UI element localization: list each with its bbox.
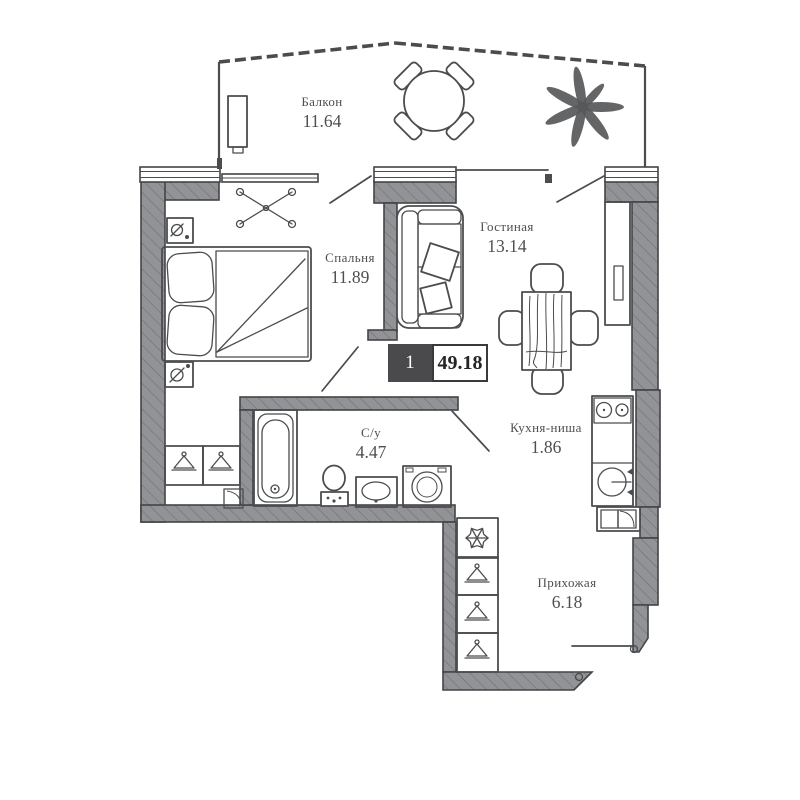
round-table-icon [393,61,475,141]
room-name: Кухня-ниша [510,420,582,435]
room-name: С/у [361,425,381,440]
kitchen-sink-icon [597,467,633,497]
room-area: 4.47 [355,442,387,463]
room-area: 11.89 [330,267,370,288]
tv-cabinet-icon [604,201,631,326]
window-left [139,166,221,183]
wardrobe-hanger-icon [456,556,499,673]
wardrobe-hanger-icon [164,445,241,486]
balcony-opening-edge [455,169,552,183]
room-name: Балкон [301,94,343,109]
room-name: Прихожая [537,575,597,590]
window-right [604,166,659,183]
ceiling-light-icon [235,187,297,229]
room-label-living: Гостиная 13.14 [480,219,534,258]
duct-shaft-icon [596,506,641,532]
unit-rooms-count: 1 [388,344,432,382]
shower-corner-icon [223,488,244,509]
window-balcony-bedroom [217,158,319,183]
fridge-snowflake-icon [456,517,499,559]
double-bed-icon [161,246,312,362]
entrance-door-icon [571,644,639,682]
room-name: Спальня [325,250,375,265]
bathroom-door-icon [451,410,490,452]
room-label-kitchen: Кухня-ниша 1.86 [510,420,582,459]
room-label-bedroom: Спальня 11.89 [325,250,375,289]
room-area: 6.18 [551,592,583,613]
bathtub-icon [253,409,298,507]
room-area: 1.86 [530,437,562,458]
balcony-door-bedroom-icon [329,175,372,204]
unit-badge: 1 49.18 [388,344,488,382]
dining-table-icon [498,263,599,395]
room-label-bathroom: С/у 4.47 [356,425,387,464]
stove-icon [593,397,632,424]
room-label-hallway: Прихожая 6.18 [538,575,597,614]
bench-icon [227,95,248,154]
interior-walls [239,202,459,506]
nightstand-lamp-icon [164,361,194,388]
sofa-icon [396,205,464,329]
kitchen-unit-icon [591,395,634,507]
toilet-icon [320,464,349,507]
sink-vanity-icon [355,476,398,508]
nightstand-lamp-icon [166,217,194,244]
room-area: 11.64 [302,111,342,132]
plant-icon [545,66,624,147]
washing-machine-icon [402,465,452,508]
room-name: Гостиная [480,219,534,234]
unit-total-area: 49.18 [432,344,488,382]
window-middle [373,166,457,183]
balcony-outline [217,41,647,168]
room-area: 13.14 [487,236,527,257]
balcony-door-living-icon [556,175,605,203]
bedroom-door-icon [321,346,359,392]
room-label-balcony: Балкон 11.64 [301,94,342,133]
